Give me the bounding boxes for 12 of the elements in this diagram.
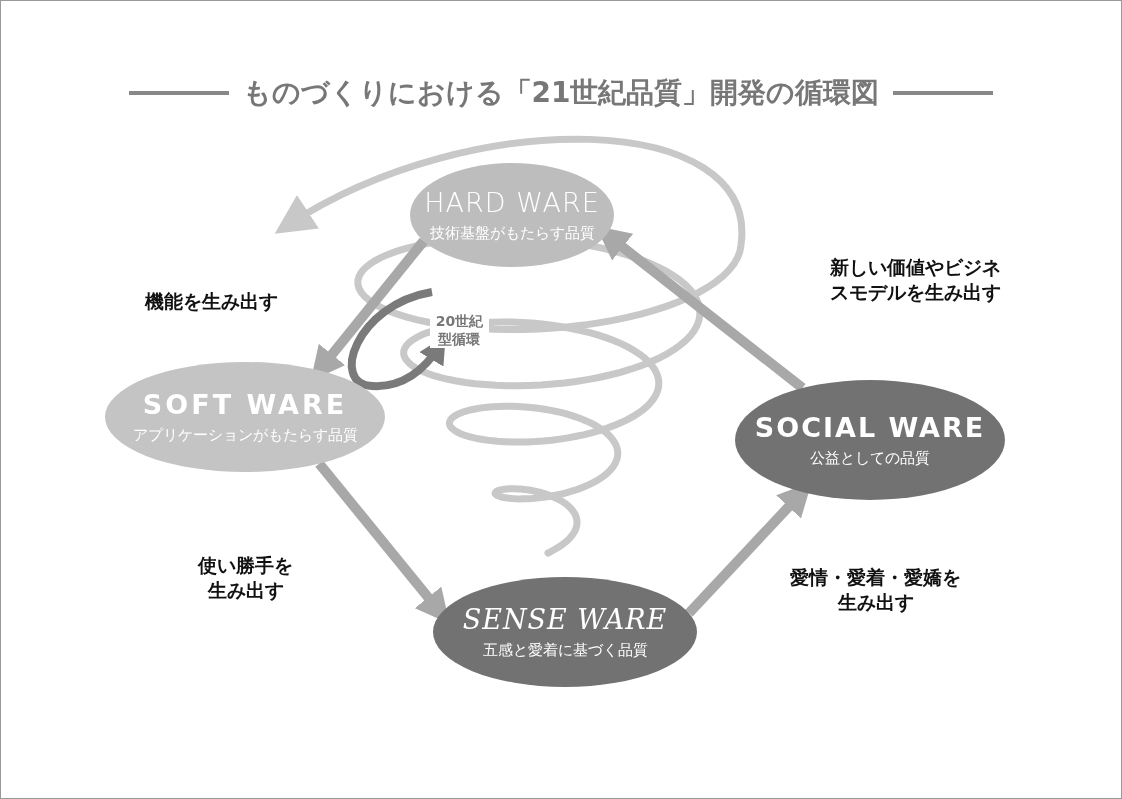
node-subtitle: 公益としての品質 [810,449,930,468]
node-heading: HARD WARE [424,187,600,218]
node-heading: SENSE WARE [462,604,668,635]
node-heading: SOFT WARE [142,389,348,420]
edge-label: 使い勝手を生み出す [198,553,293,603]
cycle-label: 20世紀型循環 [430,312,489,349]
title: ものづくりにおける「21世紀品質」開発の循環図 [242,75,880,111]
edge-label: 愛情・愛着・愛嬌を生み出す [790,565,961,615]
node-subtitle: 五感と愛着に基づく品質 [482,641,648,660]
node-subtitle: 技術基盤がもたらす品質 [429,224,595,243]
node-heading: SOCIAL WARE [754,412,986,443]
edge-label: 新しい価値やビジネスモデルを生み出す [830,255,1001,305]
